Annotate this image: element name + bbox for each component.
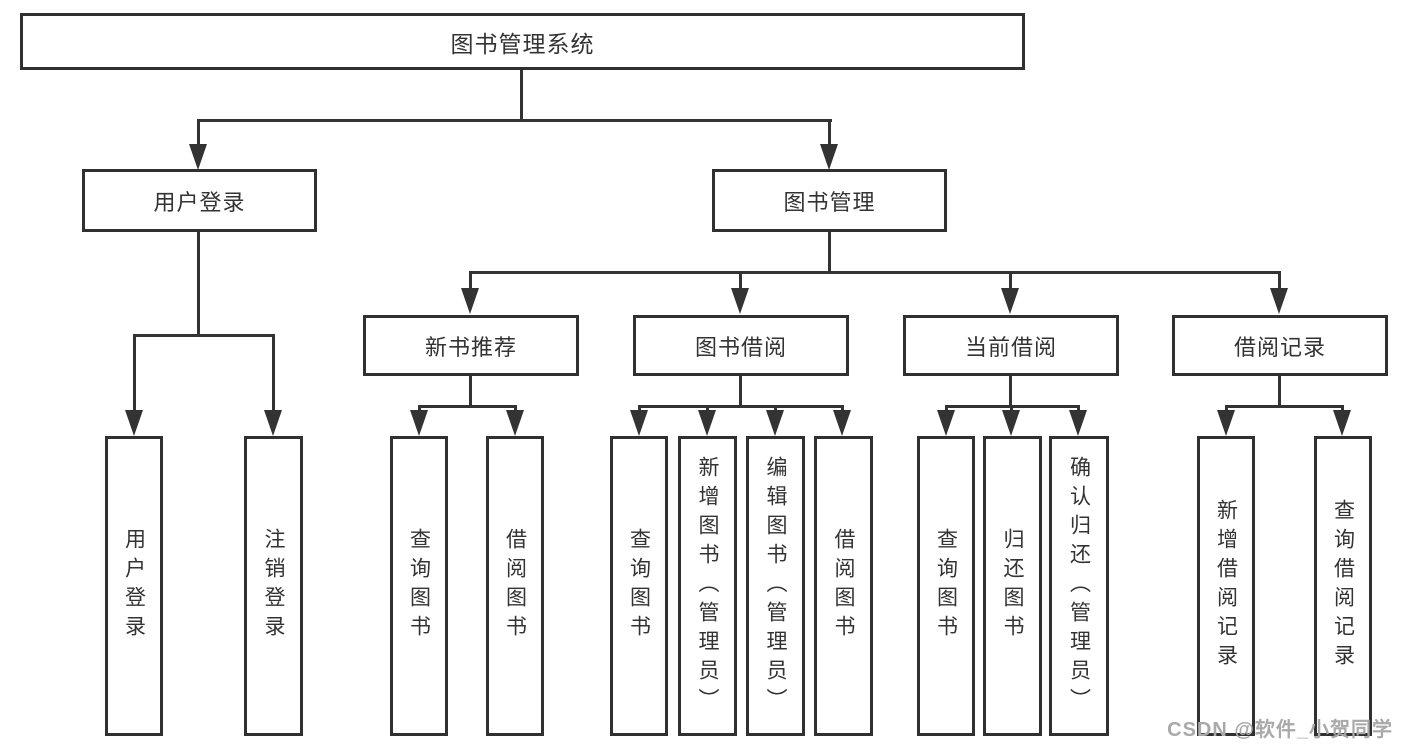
- connector-borrow-rail: [638, 405, 844, 408]
- connector-stem: [1077, 405, 1080, 413]
- connector-stem-login-child2: [272, 334, 275, 412]
- node-new-book-recommend: 新书推荐: [363, 315, 579, 376]
- node-leaf-borrow-books: 借阅图书: [814, 436, 873, 736]
- connector-stem: [841, 405, 844, 413]
- connector-stem-borrow: [739, 271, 742, 291]
- connector-record-stem: [1278, 376, 1281, 408]
- node-borrow-record: 借阅记录: [1172, 315, 1388, 376]
- connector-root-stem: [520, 70, 523, 121]
- arrow-down-icon: [189, 144, 207, 170]
- arrow-down-icon: [698, 410, 716, 436]
- node-leaf-borrow-books-recommend: 借阅图书: [486, 436, 544, 736]
- node-label: 借阅图书: [503, 528, 527, 644]
- node-label: 查询图书: [627, 528, 651, 644]
- arrow-down-icon: [1002, 410, 1020, 436]
- node-current-borrow: 当前借阅: [903, 315, 1119, 376]
- node-label: 用户登录: [153, 189, 246, 215]
- arrow-down-icon: [461, 288, 479, 314]
- node-label: 新增借阅记录: [1214, 499, 1238, 673]
- arrow-down-icon: [264, 410, 282, 436]
- node-label: 确认归还（管理员）: [1067, 455, 1091, 717]
- arrow-down-icon: [1001, 288, 1019, 314]
- connector-mgmt-stem: [828, 232, 831, 274]
- node-leaf-add-book-admin: 新增图书（管理员）: [678, 436, 737, 736]
- node-label: 查询借阅记录: [1331, 499, 1355, 673]
- node-leaf-query-books-borrow: 查询图书: [610, 436, 668, 736]
- connector-stem: [1010, 405, 1013, 413]
- arrow-down-icon: [1217, 410, 1235, 436]
- connector-level3-rail: [469, 271, 1281, 274]
- node-label: 借阅记录: [1233, 334, 1326, 360]
- arrow-down-icon: [1333, 410, 1351, 436]
- connector-login-stem: [197, 232, 200, 336]
- connector-stem-record: [1278, 271, 1281, 291]
- arrow-down-icon: [630, 410, 648, 436]
- node-book-borrow: 图书借阅: [633, 315, 849, 376]
- connector-record-rail: [1225, 405, 1344, 408]
- node-leaf-query-borrow-record: 查询借阅记录: [1314, 436, 1372, 736]
- arrow-down-icon: [833, 410, 851, 436]
- connector-recommend-rail: [418, 405, 517, 408]
- connector-stem: [1225, 405, 1228, 413]
- connector-stem-current: [1009, 271, 1012, 291]
- connector-stem-recommend: [469, 271, 472, 291]
- node-leaf-logout: 注销登录: [244, 436, 303, 736]
- node-label: 查询图书: [407, 528, 431, 644]
- connector-stem: [514, 405, 517, 413]
- node-user-login-branch: 用户登录: [82, 169, 317, 232]
- node-label: 新书推荐: [424, 334, 517, 360]
- connector-stem-user-login: [197, 119, 200, 148]
- node-root-library-system: 图书管理系统: [20, 13, 1025, 70]
- arrow-down-icon: [1270, 288, 1288, 314]
- node-leaf-user-login: 用户登录: [105, 436, 163, 736]
- node-label: 图书借阅: [694, 334, 787, 360]
- connector-stem: [1341, 405, 1344, 413]
- connector-stem: [706, 405, 709, 413]
- connector-stem: [774, 405, 777, 413]
- node-label: 编辑图书（管理员）: [764, 455, 787, 717]
- arrow-down-icon: [125, 410, 143, 436]
- node-label: 图书管理系统: [450, 30, 595, 57]
- connector-stem-login-child1: [133, 334, 136, 412]
- node-label: 当前借阅: [964, 334, 1057, 360]
- node-label: 新增图书（管理员）: [696, 455, 719, 717]
- connector-login-rail: [133, 334, 275, 337]
- connector-stem-book-mgmt: [828, 119, 831, 148]
- arrow-down-icon: [820, 144, 838, 170]
- node-label: 注销登录: [262, 528, 285, 644]
- connector-borrow-stem: [739, 376, 742, 408]
- connector-stem: [945, 405, 948, 413]
- node-leaf-edit-book-admin: 编辑图书（管理员）: [746, 436, 805, 736]
- csdn-watermark: CSDN @软件_小贺同学: [1167, 719, 1393, 741]
- connector-recommend-stem: [469, 376, 472, 408]
- node-book-management-branch: 图书管理: [712, 169, 947, 232]
- connector-stem: [638, 405, 641, 413]
- arrow-down-icon: [731, 288, 749, 314]
- arrow-down-icon: [410, 410, 428, 436]
- arrow-down-icon: [1069, 410, 1087, 436]
- arrow-down-icon: [766, 410, 784, 436]
- connector-level1-rail: [197, 119, 832, 122]
- node-leaf-add-borrow-record: 新增借阅记录: [1197, 436, 1255, 736]
- node-leaf-query-books-recommend: 查询图书: [390, 436, 448, 736]
- node-leaf-confirm-return-admin: 确认归还（管理员）: [1049, 436, 1109, 736]
- connector-stem: [418, 405, 421, 413]
- node-label: 归还图书: [1001, 528, 1024, 644]
- node-leaf-return-books: 归还图书: [983, 436, 1042, 736]
- connector-current-stem: [1009, 376, 1012, 408]
- node-label: 图书管理: [783, 189, 876, 215]
- node-label: 查询图书: [934, 528, 958, 644]
- node-label: 借阅图书: [832, 528, 855, 644]
- arrow-down-icon: [506, 410, 524, 436]
- node-label: 用户登录: [122, 528, 146, 644]
- arrow-down-icon: [937, 410, 955, 436]
- node-leaf-query-books-current: 查询图书: [917, 436, 975, 736]
